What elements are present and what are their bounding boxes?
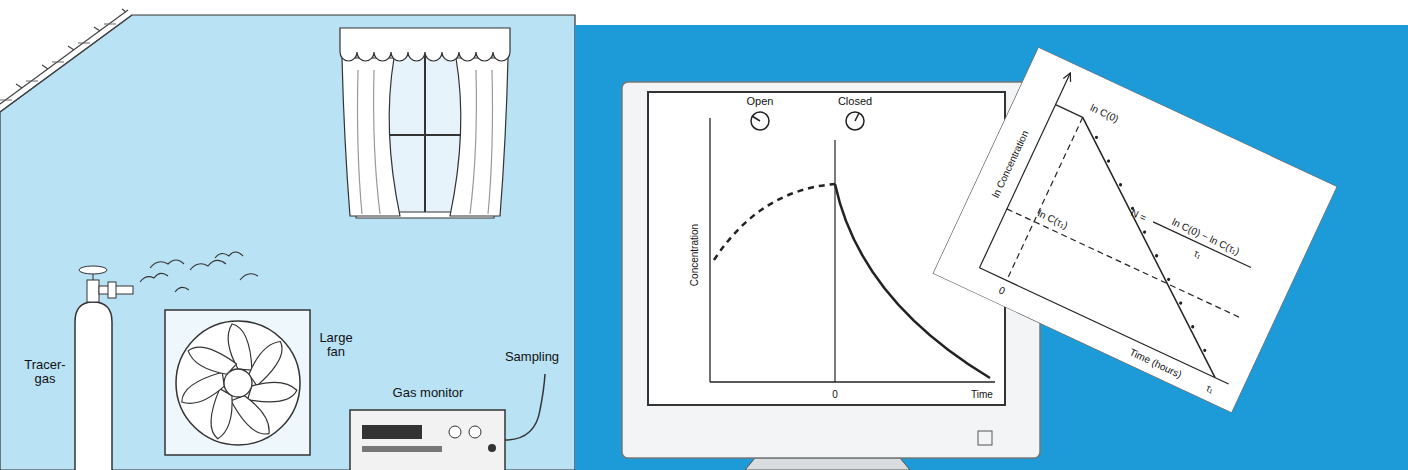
plot-axis (976, 71, 1320, 384)
axis-label: Concentration (689, 224, 700, 286)
monitor (745, 458, 910, 470)
gas-cylinder (93, 274, 94, 280)
fan-blade (177, 324, 297, 442)
monitor-graph (834, 140, 835, 382)
gas-puff (140, 252, 258, 292)
gas-cylinder (108, 282, 116, 298)
curtain (470, 70, 493, 214)
roof (0, 24, 116, 100)
gas-monitor (469, 426, 481, 438)
fan-blade (177, 372, 227, 405)
gas-puff (175, 287, 189, 292)
gas-puff (215, 252, 243, 258)
plot-axis (1056, 105, 1083, 118)
blue-panel (575, 25, 1408, 470)
plot-axis (979, 268, 1228, 384)
curtain (340, 28, 510, 216)
sampling-tube (505, 374, 545, 440)
tracer-gas-label: Tracer-gas (19, 358, 71, 387)
room-panel (0, 15, 575, 470)
data-point (1142, 230, 1146, 234)
plot-axis (979, 73, 1070, 268)
monitor-graph (752, 116, 760, 121)
monitor-label: Gas monitor (393, 386, 464, 400)
data-point (1106, 159, 1110, 163)
data-point (1167, 277, 1171, 281)
gas-puff (140, 273, 168, 282)
gas-cylinder (79, 266, 107, 274)
blue-panel (575, 25, 1408, 470)
gas-monitor (488, 444, 496, 452)
sampling-tube (505, 374, 545, 440)
gas-puff (150, 260, 184, 268)
large-fan (224, 369, 252, 397)
gas-monitor (362, 446, 442, 452)
gas-cylinder (87, 280, 99, 302)
gas-cylinder (75, 266, 133, 470)
log-plot (933, 47, 1338, 413)
gas-cylinder (75, 302, 112, 470)
gas-monitor (350, 410, 505, 470)
monitor-graph (846, 112, 864, 130)
gas-monitor (362, 425, 422, 439)
plot-axis (1007, 117, 1292, 377)
monitor-graph (751, 112, 769, 130)
monitor-graph (714, 184, 835, 260)
room-panel (0, 15, 575, 470)
monitor-graph (709, 118, 710, 382)
large-fan (165, 310, 310, 455)
plot-axis (1063, 71, 1074, 82)
large-fan (165, 310, 310, 455)
data-point (1179, 301, 1183, 305)
curtain (340, 28, 510, 61)
monitor (978, 431, 992, 445)
plot-axis (1007, 209, 1243, 319)
sampling-label: Sampling (505, 350, 559, 364)
axis-label: Time (971, 389, 993, 400)
roof (0, 9, 132, 112)
gas-puff (190, 260, 226, 270)
roof (16, 9, 126, 88)
gas-monitor (449, 426, 461, 438)
roof (0, 10, 128, 104)
gas-monitor (350, 410, 505, 470)
fan-blade (231, 390, 272, 442)
large-fan (176, 321, 300, 445)
curtain (358, 70, 381, 214)
curtain (342, 58, 400, 216)
data-point (1118, 183, 1122, 187)
fan-label: Large fan (315, 331, 357, 360)
monitor-graph (710, 381, 995, 382)
gas-puff (240, 274, 258, 280)
roof (0, 15, 132, 112)
monitor-graph (855, 113, 859, 121)
data-point (1032, 135, 1269, 352)
valve-state: Open (747, 95, 774, 107)
curtain (450, 58, 508, 216)
data-point (1203, 348, 1207, 352)
tick-label: 0 (832, 389, 838, 400)
data-point (1094, 135, 1098, 139)
data-point (1191, 325, 1195, 329)
valve-state: Closed (838, 95, 872, 107)
data-point (1154, 254, 1158, 258)
